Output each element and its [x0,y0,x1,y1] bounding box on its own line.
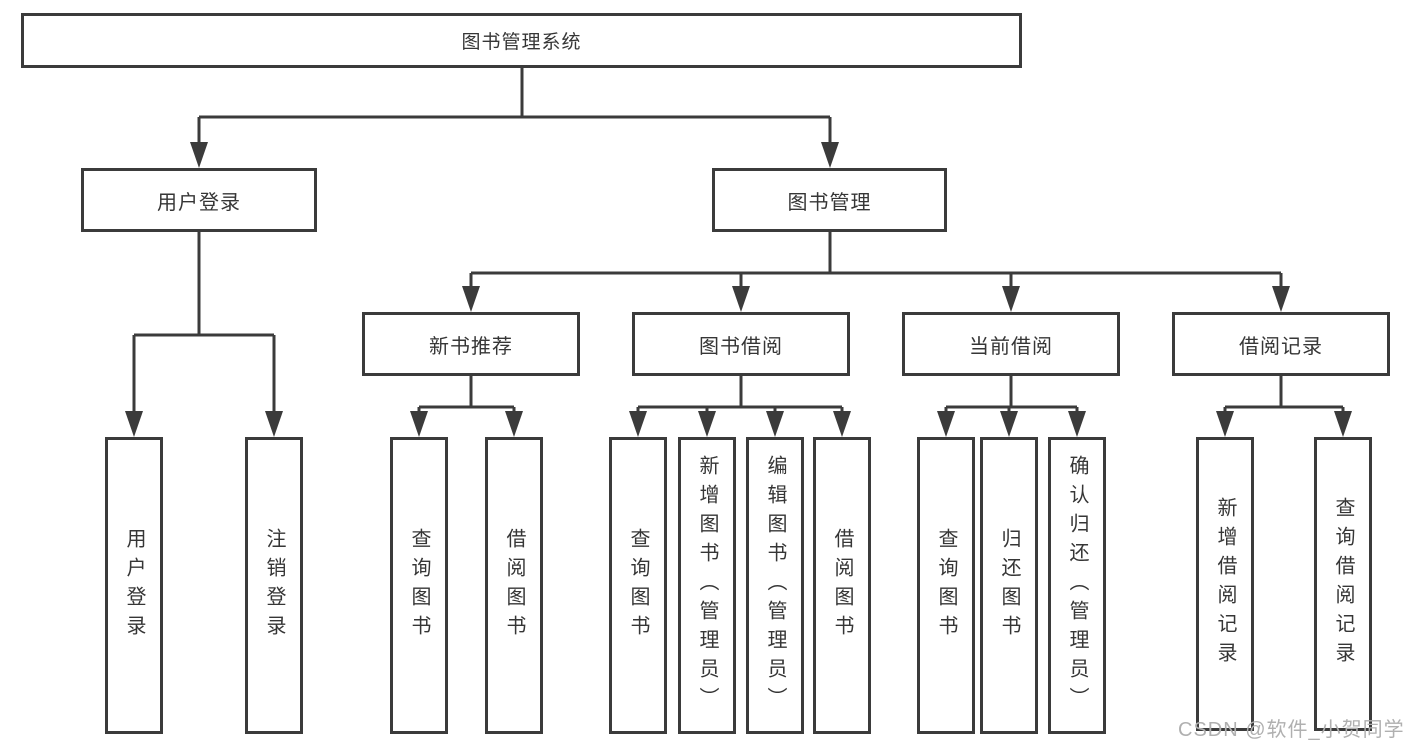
leaf-recommend-query-books-label: 查询图书 [408,527,430,644]
node-borrowing-records: 借阅记录 [1172,312,1390,376]
node-root: 图书管理系统 [21,13,1022,68]
leaf-add-borrow-record: 新增借阅记录 [1196,437,1254,731]
leaf-recommend-borrow-books: 借阅图书 [485,437,543,734]
node-root-label: 图书管理系统 [461,32,582,53]
leaf-confirm-return-admin: 确认归还（管理员） [1048,437,1106,734]
leaf-return-books: 归还图书 [980,437,1038,734]
leaf-user-login: 用户登录 [105,437,163,734]
leaf-borrowing-query-books-label: 查询图书 [627,527,649,644]
connector-user-login-children [132,232,276,419]
node-new-book-recommendation: 新书推荐 [362,312,580,376]
node-current-borrowing-label: 当前借阅 [969,335,1053,358]
arrowheads-new-book-recommendation-children [410,411,523,437]
leaf-borrow-books: 借阅图书 [813,437,871,734]
arrowheads-book-borrowing-children [629,411,851,437]
connector-borrowing-records-children [1223,376,1345,419]
leaf-logout-label: 注销登录 [263,527,285,644]
leaf-recommend-borrow-books-label: 借阅图书 [503,527,525,644]
leaf-current-query-books-label: 查询图书 [935,527,957,644]
leaf-edit-books-admin: 编辑图书（管理员） [746,437,804,734]
leaf-query-borrow-record: 查询借阅记录 [1314,437,1372,731]
leaf-add-books-admin: 新增图书（管理员） [678,437,736,734]
node-book-management: 图书管理 [712,168,947,232]
connector-root-to-level2 [197,68,832,150]
leaf-edit-books-admin-label: 编辑图书（管理员） [764,455,786,716]
leaf-add-borrow-record-label: 新增借阅记录 [1214,497,1236,671]
node-current-borrowing: 当前借阅 [902,312,1120,376]
leaf-logout: 注销登录 [245,437,303,734]
watermark: CSDN @软件_小贺同学 [1178,719,1405,741]
node-new-book-recommendation-label: 新书推荐 [429,335,513,358]
arrowheads-current-borrowing-children [937,411,1086,437]
arrowheads-user-login-children [125,411,283,437]
leaf-user-login-label: 用户登录 [123,527,145,644]
leaf-add-books-admin-label: 新增图书（管理员） [696,455,718,716]
node-user-login-label: 用户登录 [157,191,241,214]
leaf-borrow-books-label: 借阅图书 [831,527,853,644]
node-borrowing-records-label: 借阅记录 [1239,335,1323,358]
connector-book-management-children [469,232,1283,294]
leaf-return-books-label: 归还图书 [998,527,1020,644]
connector-new-book-recommendation-children [417,376,516,419]
node-user-login: 用户登录 [81,168,317,232]
arrowheads-level3 [462,286,1290,312]
leaf-confirm-return-admin-label: 确认归还（管理员） [1066,455,1088,716]
leaf-recommend-query-books: 查询图书 [390,437,448,734]
connector-book-borrowing-children [636,376,844,419]
leaf-borrowing-query-books: 查询图书 [609,437,667,734]
node-book-management-label: 图书管理 [787,191,872,214]
node-book-borrowing-label: 图书借阅 [699,335,783,358]
leaf-current-query-books: 查询图书 [917,437,975,734]
arrowheads-borrowing-records-children [1216,411,1352,437]
node-book-borrowing: 图书借阅 [632,312,850,376]
arrowheads-level2 [190,142,839,168]
leaf-query-borrow-record-label: 查询借阅记录 [1332,497,1354,671]
